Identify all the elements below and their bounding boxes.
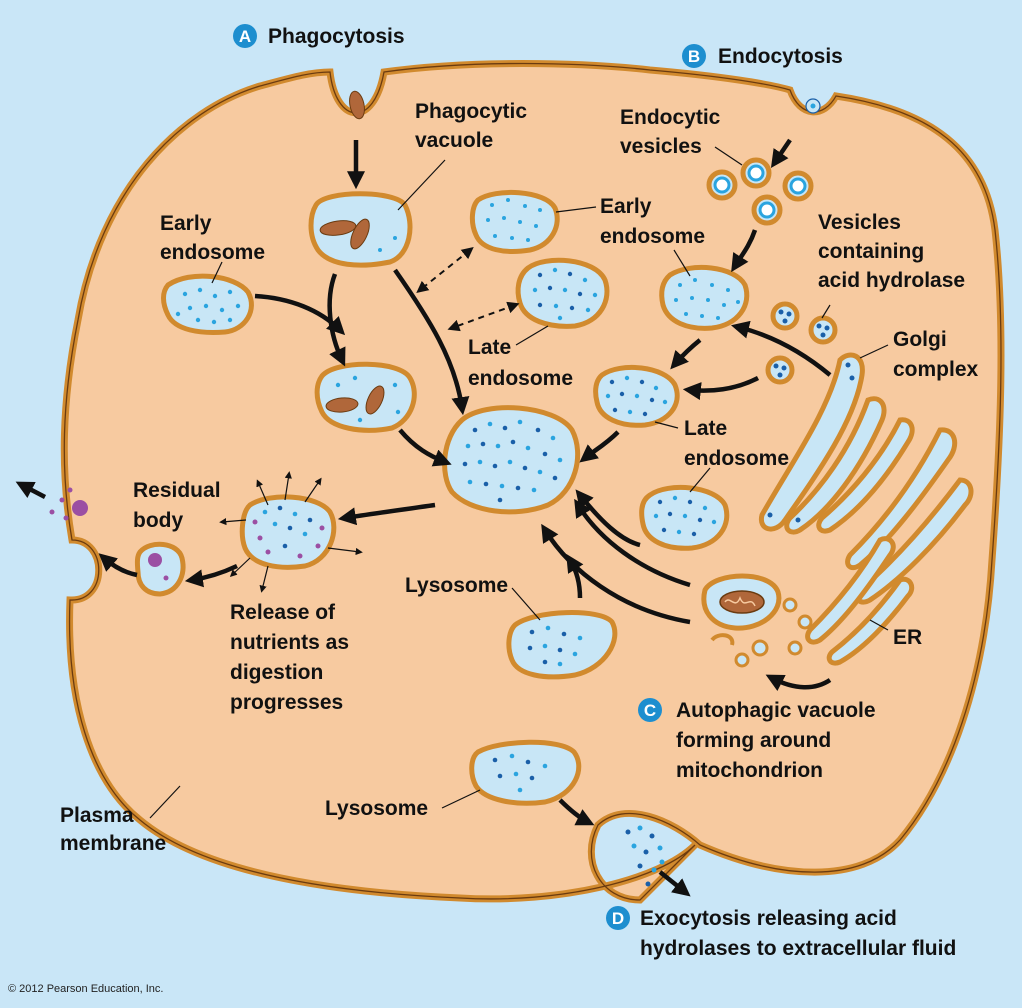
label-release-4: progresses (230, 691, 343, 714)
label-early-endosome-left-2: endosome (160, 241, 265, 264)
copyright-notice: © 2012 Pearson Education, Inc. (8, 983, 163, 995)
label-lysosome-lower: Lysosome (325, 797, 428, 820)
phagocytic-vacuole (308, 191, 413, 268)
label-vesicles-acid-3: acid hydrolase (818, 269, 965, 292)
label-early-endosome-left-1: Early (160, 212, 212, 235)
leader-lines (149, 146, 889, 819)
marker-b: B (682, 44, 706, 68)
pathway-arrows (15, 138, 832, 897)
hydrolase-vesicles (765, 301, 838, 385)
golgi-complex (758, 352, 915, 535)
label-endocytic-vesicles-2: vesicles (620, 135, 702, 158)
label-early-endosome-mid-2: endosome (600, 225, 705, 248)
late-endosome-mid (515, 257, 610, 329)
label-lysosome-upper: Lysosome (405, 574, 508, 597)
label-exocytosis-1: Exocytosis releasing acid (640, 907, 897, 930)
label-late-endosome-right-2: endosome (684, 447, 789, 470)
label-late-endosome-right-1: Late (684, 417, 727, 440)
label-autophagic-1: Autophagic vacuole (676, 699, 876, 722)
svg-text:D: D (612, 909, 624, 928)
exocytosis-left (49, 487, 88, 521)
marker-d: D (606, 906, 630, 930)
svg-text:A: A (239, 27, 251, 46)
label-endocytosis: Endocytosis (718, 45, 843, 68)
endocytic-pit (805, 98, 821, 114)
label-late-endosome-mid-1: Late (468, 336, 511, 359)
label-phagocytosis: Phagocytosis (268, 25, 405, 48)
late-endosome-right (593, 364, 680, 428)
label-vesicles-acid-1: Vesicles (818, 211, 901, 234)
label-endocytic-vesicles-1: Endocytic (620, 106, 721, 129)
label-phagocytic-vacuole-1: Phagocytic (415, 100, 527, 123)
marker-c: C (638, 698, 662, 722)
label-residual-2: body (133, 509, 183, 532)
autophagic-vacuole (701, 573, 813, 668)
label-golgi-2: complex (893, 358, 979, 381)
central-lysosome (442, 405, 581, 515)
label-release-1: Release of (230, 601, 336, 624)
exocytosis-dots (625, 825, 665, 887)
lysosome-mid (506, 610, 618, 680)
endoplasmic-reticulum (805, 427, 974, 666)
residual-body (219, 471, 363, 593)
dots-early-left (175, 287, 241, 325)
phagolysosome (314, 361, 417, 433)
label-release-2: nutrients as (230, 631, 349, 654)
early-endosome-mid (469, 189, 560, 254)
endocytic-vesicles (706, 157, 814, 226)
early-endosome-left (161, 273, 254, 335)
label-autophagic-2: forming around (676, 729, 831, 752)
bacterium (349, 90, 365, 120)
svg-text:B: B (688, 47, 700, 66)
label-plasma-1: Plasma (60, 804, 134, 827)
cell-membrane-outline (63, 62, 1002, 901)
marker-a: A (233, 24, 257, 48)
dashed-arrow-lower (447, 301, 520, 332)
label-golgi-1: Golgi (893, 328, 947, 351)
late-endosome-lower (639, 484, 730, 551)
svg-text:C: C (644, 701, 656, 720)
label-exocytosis-2: hydrolases to extracellular fluid (640, 937, 956, 960)
label-autophagic-3: mitochondrion (676, 759, 823, 782)
small-residual-body (134, 541, 186, 597)
label-plasma-2: membrane (60, 832, 166, 855)
label-residual-1: Residual (133, 479, 221, 502)
lysosome-lower (469, 739, 582, 806)
label-late-endosome-mid-2: endosome (468, 367, 573, 390)
label-vesicles-acid-2: containing (818, 240, 924, 263)
label-er: ER (893, 626, 922, 649)
label-phagocytic-vacuole-2: vacuole (415, 129, 493, 152)
label-release-3: digestion (230, 661, 323, 684)
early-endosome-right (659, 264, 750, 331)
label-early-endosome-mid-1: Early (600, 195, 652, 218)
